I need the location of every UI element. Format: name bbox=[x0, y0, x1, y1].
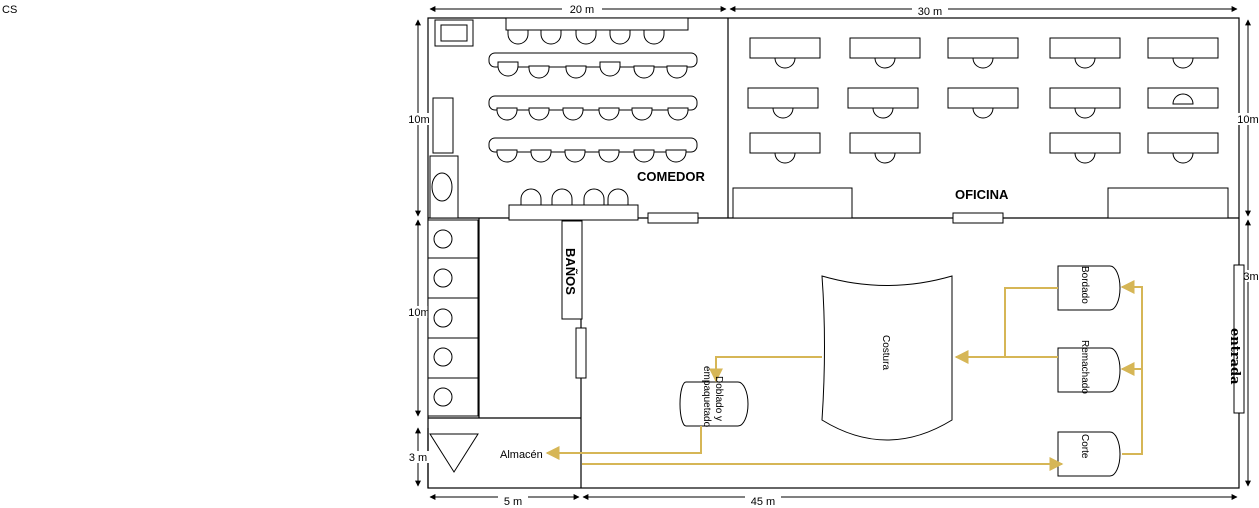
banos-fixtures bbox=[427, 219, 1245, 473]
room-entrada: entrada bbox=[1227, 328, 1242, 385]
room-almacen: Almacén bbox=[500, 449, 543, 461]
label-remachado: Remachado bbox=[1079, 340, 1090, 394]
comedor-furniture bbox=[429, 17, 1004, 224]
flow-arrows bbox=[545, 280, 1143, 471]
corner-label: CS bbox=[2, 4, 17, 16]
room-oficina: OFICINA bbox=[955, 187, 1009, 202]
corte-shape bbox=[1057, 431, 1121, 477]
bordado-shape bbox=[1057, 265, 1121, 311]
dim-bottom-left: 5 m bbox=[504, 496, 522, 508]
label-doblado-line2: empaquetado bbox=[701, 366, 712, 428]
dim-left-lower: 3 m bbox=[409, 452, 427, 464]
dim-right-upper: 10m bbox=[1237, 114, 1258, 126]
dim-top-right: 30 m bbox=[918, 6, 942, 18]
room-comedor: COMEDOR bbox=[637, 169, 706, 184]
dimension-labels: 20 m 30 m 10m 10m 3 m 10m 13m 5 m 45 m bbox=[406, 3, 1259, 508]
label-bordado: Bordado bbox=[1079, 266, 1090, 304]
label-costura: Costura bbox=[880, 335, 891, 370]
dim-top-left: 20 m bbox=[570, 4, 594, 16]
dim-left-middle: 10m bbox=[408, 307, 429, 319]
label-doblado-line1: Doblado y bbox=[713, 376, 724, 421]
doblado-shape bbox=[679, 381, 749, 427]
costura-shape bbox=[821, 275, 953, 441]
dim-left-upper: 10m bbox=[408, 114, 429, 126]
room-banos: BAÑOS bbox=[563, 248, 578, 295]
process-shapes bbox=[679, 265, 1121, 477]
label-corte: Corte bbox=[1079, 434, 1090, 459]
remachado-shape bbox=[1057, 347, 1121, 393]
oficina-furniture bbox=[732, 37, 1229, 219]
dim-bottom-right: 45 m bbox=[751, 496, 775, 508]
